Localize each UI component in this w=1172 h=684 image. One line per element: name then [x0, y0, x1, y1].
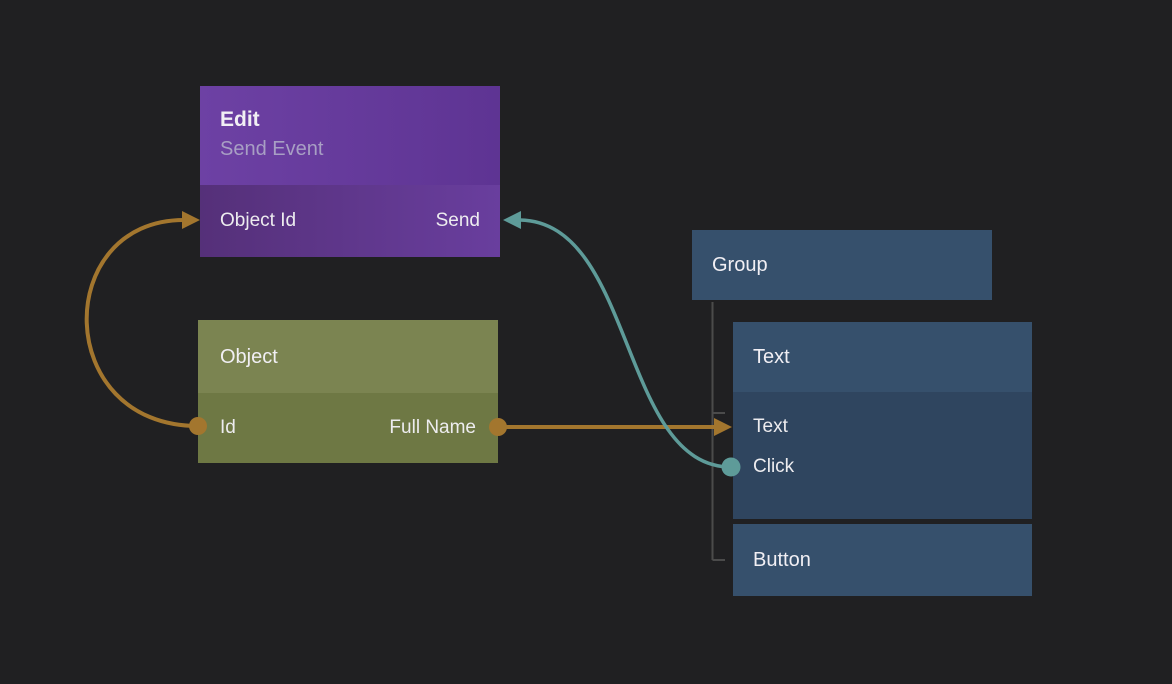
- node-edit-port-row: Object Id Send: [200, 185, 500, 257]
- port-edit-object-id[interactable]: Object Id: [220, 210, 297, 231]
- group-children-connector: [711, 302, 725, 561]
- arrowhead-object-id: [182, 211, 200, 229]
- node-text-port-rows: Text Click: [733, 392, 1032, 519]
- port-text-text[interactable]: Text: [753, 416, 788, 437]
- connection-id-to-object-id[interactable]: [84, 211, 207, 435]
- port-object-full-name[interactable]: Full Name: [389, 417, 476, 438]
- connection-full-name-to-text[interactable]: [489, 418, 732, 436]
- node-edit-header: Edit Send Event: [200, 86, 500, 185]
- node-edit-subtitle: Send Event: [220, 138, 324, 160]
- port-text-text-row[interactable]: Text: [753, 407, 1032, 447]
- port-text-click[interactable]: Click: [753, 456, 795, 477]
- node-object-header: Object: [198, 320, 498, 393]
- port-text-click-row[interactable]: Click: [753, 447, 1032, 487]
- node-group-title: Group: [712, 254, 768, 276]
- node-button[interactable]: Button: [733, 524, 1032, 596]
- arrowhead-text-port: [714, 418, 732, 436]
- node-object-title: Object: [220, 345, 278, 368]
- wire-id-to-object-id[interactable]: [84, 218, 199, 428]
- node-button-title: Button: [753, 549, 811, 571]
- node-group[interactable]: Group: [692, 230, 992, 300]
- port-edit-send[interactable]: Send: [435, 210, 480, 231]
- node-text[interactable]: Text Text Click: [733, 322, 1032, 519]
- node-text-title: Text: [753, 346, 790, 368]
- node-edit[interactable]: Edit Send Event Object Id Send: [200, 86, 500, 257]
- node-object[interactable]: Object Id Full Name: [198, 320, 498, 463]
- arrowhead-send-port: [503, 211, 521, 229]
- node-text-header: Text: [733, 322, 1032, 392]
- port-object-id[interactable]: Id: [220, 417, 236, 438]
- node-object-port-row: Id Full Name: [198, 393, 498, 463]
- node-edit-title: Edit: [220, 108, 260, 131]
